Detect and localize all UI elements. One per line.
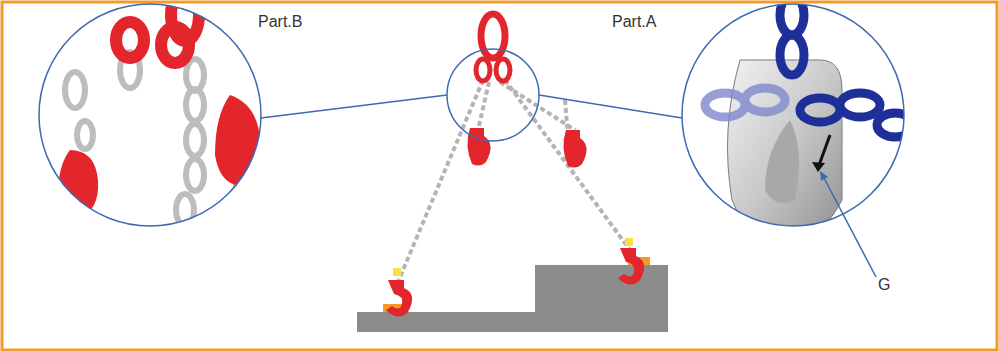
zoom-line: [261, 95, 447, 118]
detail-a: [705, 0, 913, 240]
leader-line: [824, 178, 876, 277]
part-name: Part.A: [612, 13, 656, 31]
chain-legs: [398, 80, 630, 282]
detail-b: [58, 0, 285, 230]
leader-arrow: [820, 171, 828, 181]
zoom-circle: [682, 4, 904, 226]
zoom-circle: [39, 4, 261, 226]
zoom-circle: [447, 49, 539, 141]
zoom-line: [539, 95, 682, 118]
master-link: [476, 14, 510, 81]
callout-letter: G: [878, 276, 890, 294]
part-name: Part.B: [258, 13, 302, 31]
hooks: [386, 128, 644, 317]
